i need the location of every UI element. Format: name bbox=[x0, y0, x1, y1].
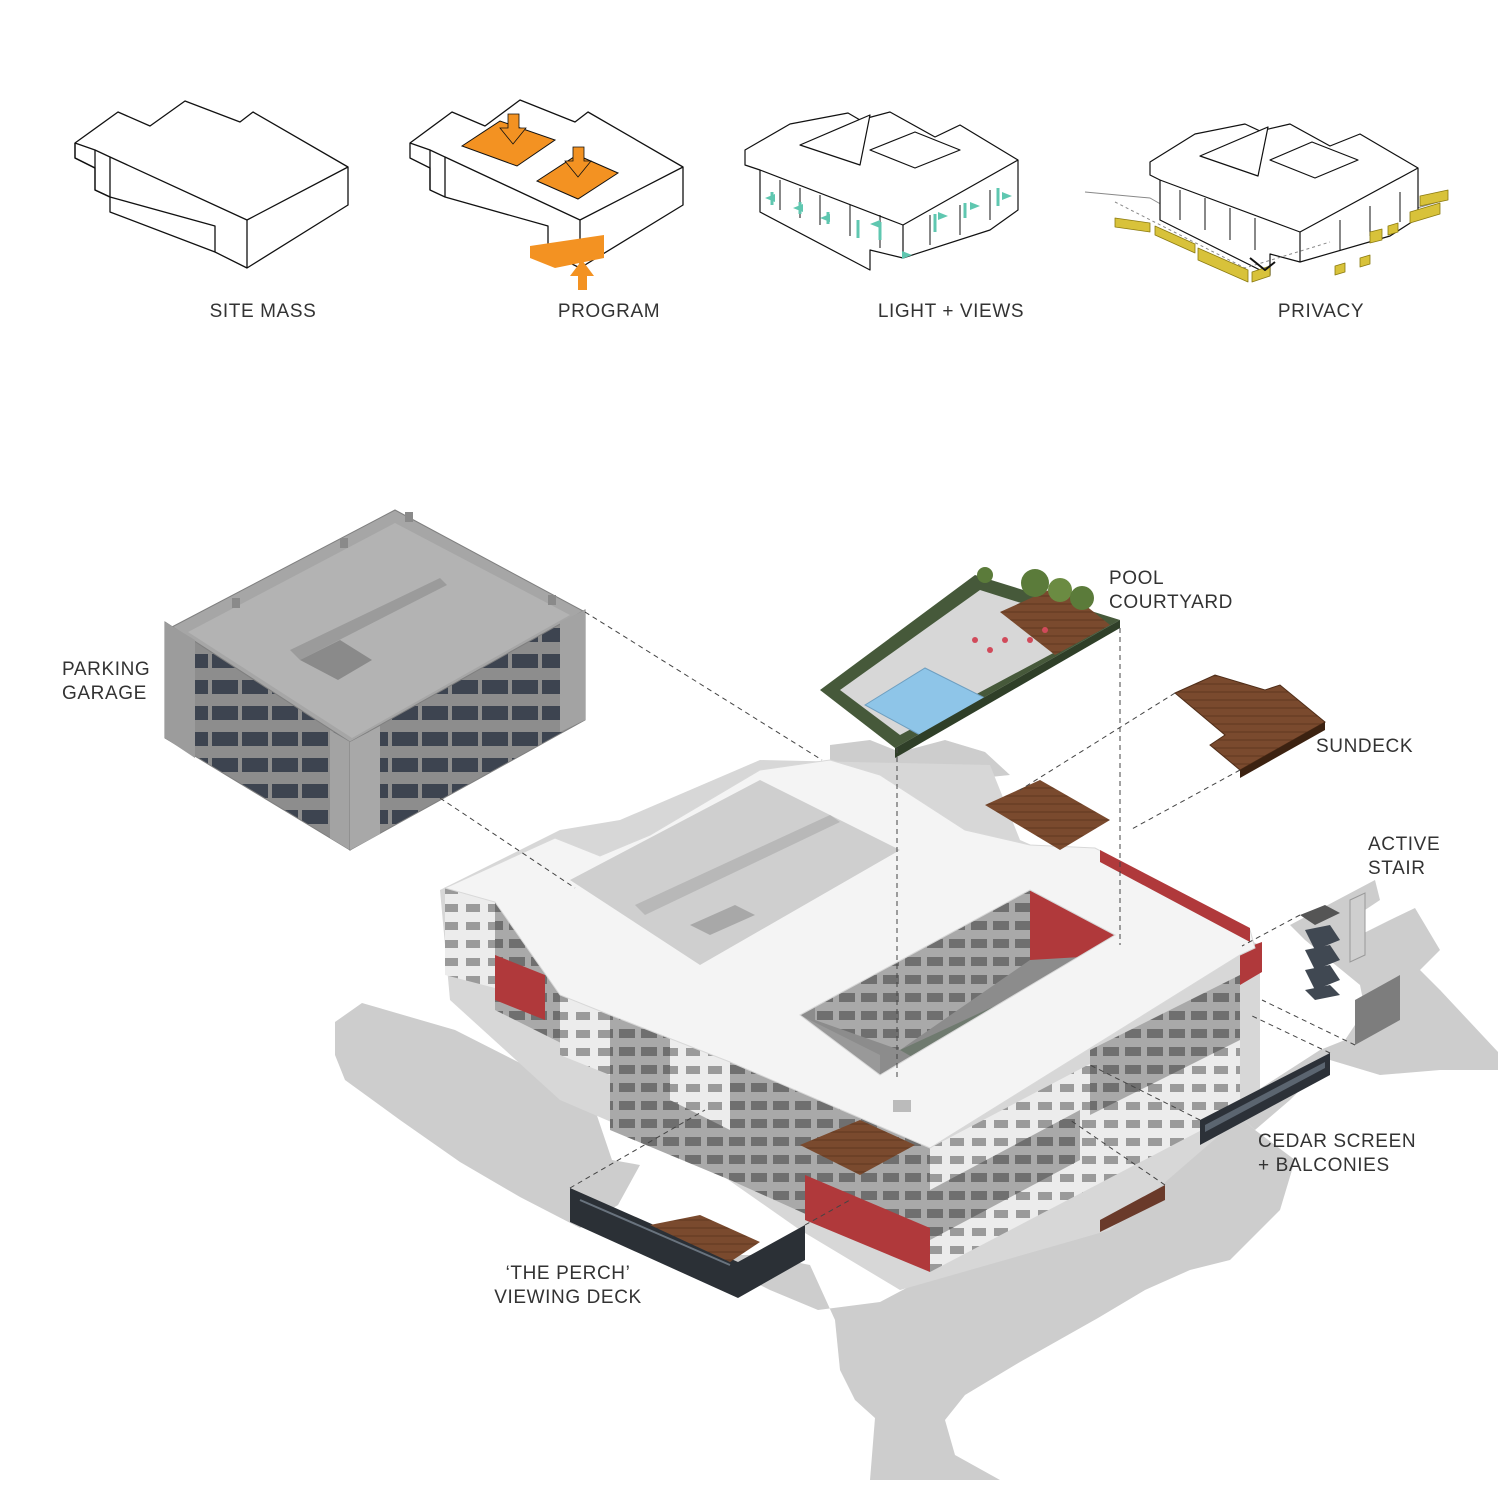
callout-parking-garage: PARKING GARAGE bbox=[62, 658, 150, 706]
leader-lines bbox=[439, 611, 1356, 1226]
road-right bbox=[1230, 880, 1475, 1130]
callout-cedar-screen-line2: + BALCONIES bbox=[1258, 1155, 1390, 1176]
program-arrow-down-2 bbox=[564, 146, 592, 178]
callout-active-stair-line1: ACTIVE bbox=[1368, 834, 1441, 855]
callout-active-stair-line2: STAIR bbox=[1368, 858, 1426, 879]
program-ground-volume bbox=[530, 235, 604, 268]
cedar-screen bbox=[1100, 1053, 1330, 1232]
callout-pool-courtyard-line2: COURTYARD bbox=[1109, 592, 1233, 613]
callout-parking-garage-line2: GARAGE bbox=[62, 683, 147, 704]
concept-label-program: PROGRAM bbox=[557, 301, 661, 322]
pool-courtyard bbox=[820, 567, 1120, 758]
callout-parking-garage-line1: PARKING bbox=[62, 659, 151, 680]
callout-the-perch-line1: ‘THE PERCH’ bbox=[505, 1263, 631, 1284]
callout-pool-courtyard-line1: POOL bbox=[1109, 568, 1165, 589]
concept-label-privacy: PRIVACY bbox=[1277, 301, 1365, 322]
callout-sundeck-line1: SUNDECK bbox=[1316, 736, 1414, 757]
callout-the-perch-line2: VIEWING DECK bbox=[494, 1287, 642, 1308]
light-views-diagram bbox=[744, 111, 1019, 271]
privacy-diagram bbox=[1084, 123, 1449, 283]
road-right-edge bbox=[1440, 990, 1498, 1070]
parking-garage bbox=[164, 509, 587, 851]
front-deck bbox=[800, 1120, 915, 1175]
road-left bbox=[335, 1003, 640, 1228]
callout-the-perch: ‘THE PERCH’ VIEWING DECK bbox=[486, 1262, 650, 1310]
site-mass-diagram bbox=[74, 100, 349, 269]
concept-label-site-mass: SITE MASS bbox=[209, 301, 317, 322]
callout-active-stair: ACTIVE STAIR bbox=[1368, 833, 1440, 881]
concept-label-light-views: LIGHT + VIEWS bbox=[877, 301, 1025, 322]
callout-pool-courtyard: POOL COURTYARD bbox=[1109, 567, 1233, 615]
callout-cedar-screen: CEDAR SCREEN + BALCONIES bbox=[1258, 1130, 1416, 1178]
main-building bbox=[440, 759, 1262, 1290]
callout-sundeck: SUNDECK bbox=[1316, 735, 1413, 759]
program-arrow-up bbox=[570, 260, 594, 290]
active-stair bbox=[1300, 892, 1400, 1045]
sundeck bbox=[1174, 674, 1326, 778]
callout-cedar-screen-line1: CEDAR SCREEN bbox=[1258, 1131, 1417, 1152]
program-arrow-down-1 bbox=[499, 113, 527, 145]
program-diagram bbox=[409, 99, 684, 290]
the-perch bbox=[570, 1188, 805, 1298]
program-courtyard-1 bbox=[460, 120, 557, 167]
